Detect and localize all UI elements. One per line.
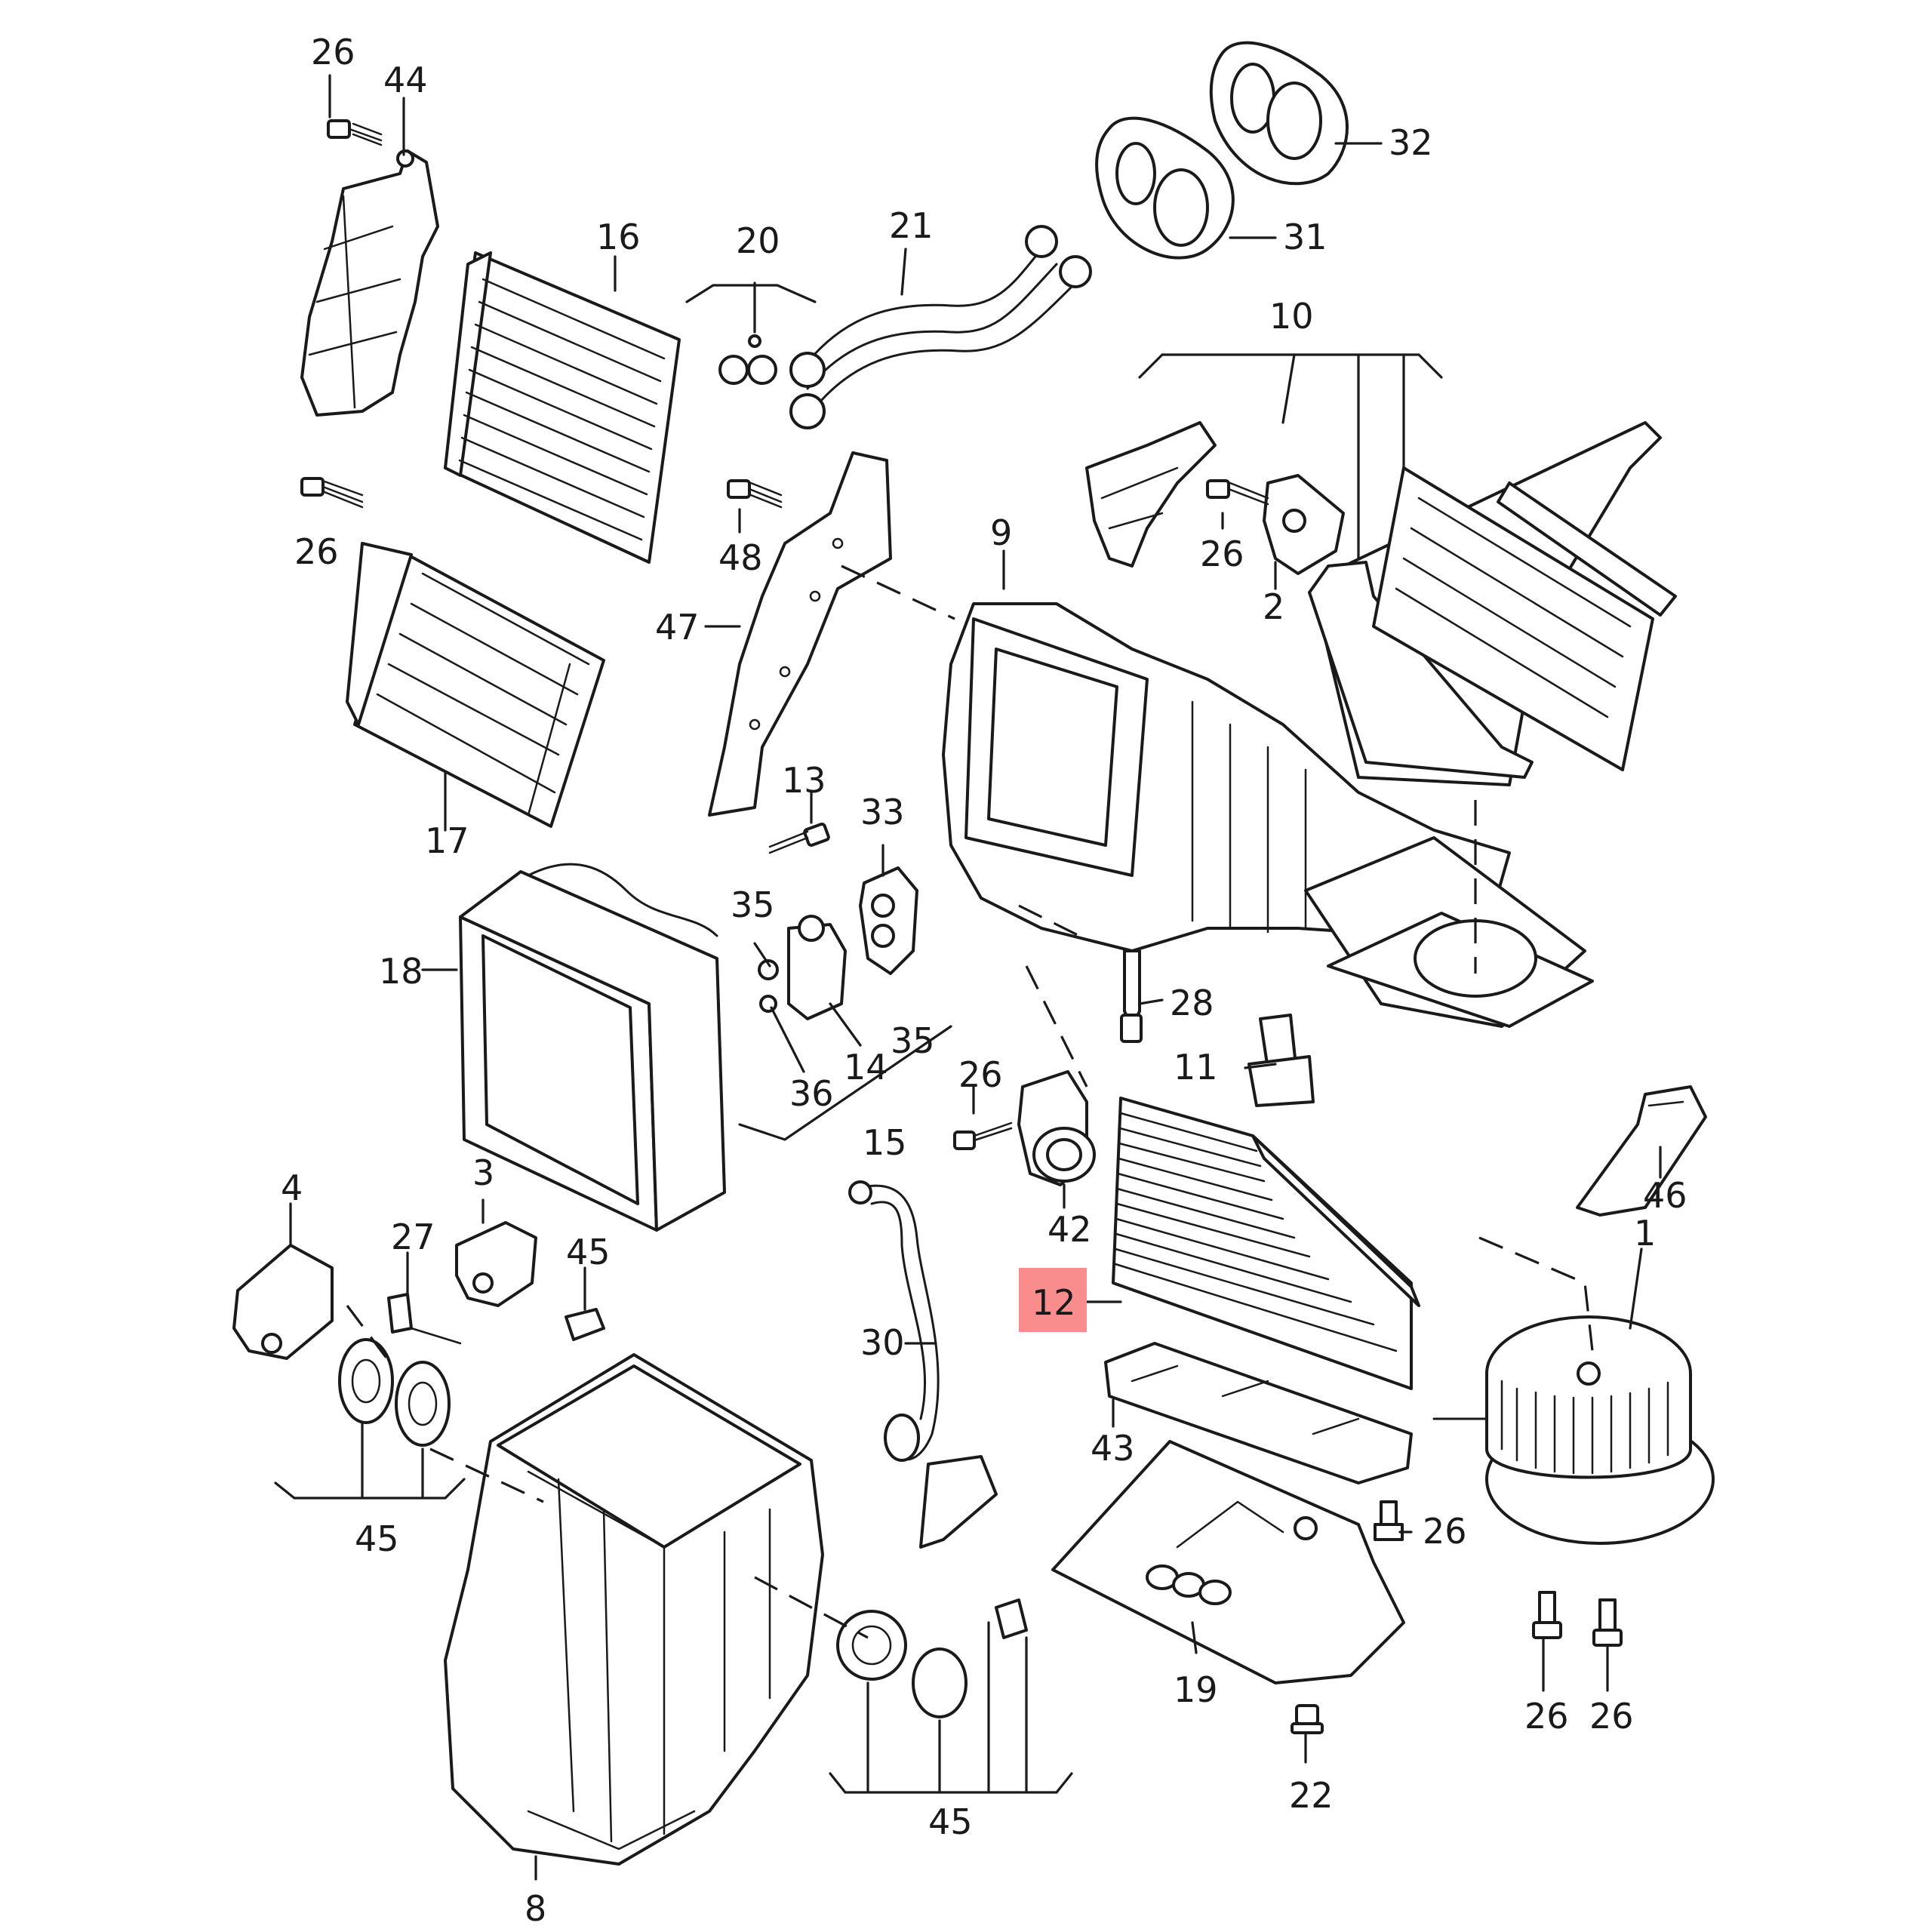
part-10-sub-actuator [1085, 421, 1217, 568]
part-45-clip-a [565, 1308, 605, 1341]
part-10-flap-housing [1308, 421, 1677, 786]
label-43: 43 [1091, 1428, 1135, 1469]
label-26: 26 [1423, 1511, 1467, 1552]
part-12-cabin-filter [1112, 1097, 1420, 1390]
part-33-damper [859, 866, 918, 975]
label-48: 48 [718, 537, 763, 578]
label-47: 47 [655, 607, 700, 648]
label-35: 35 [891, 1020, 935, 1061]
label-21: 21 [889, 205, 934, 246]
part-26-screw-top [327, 119, 383, 146]
part-35-oring [758, 959, 779, 980]
label-11: 11 [1174, 1047, 1218, 1088]
label-15: 15 [863, 1122, 907, 1163]
part-13-screw [768, 823, 830, 854]
label-2: 2 [1263, 586, 1284, 627]
part-36-oring [759, 995, 777, 1013]
part-26-screw-mid [1206, 479, 1269, 506]
label-12: 12 [1032, 1282, 1076, 1323]
highlight-box-12 [1019, 1268, 1087, 1332]
label-26: 26 [1589, 1696, 1634, 1737]
label-18: 18 [379, 951, 423, 992]
part-43-bracket [1104, 1342, 1413, 1484]
part-28-sensor [1120, 949, 1143, 1043]
part-46-bracket [1576, 1085, 1707, 1217]
label-8: 8 [525, 1888, 546, 1929]
label-31: 31 [1283, 217, 1327, 257]
label-14: 14 [844, 1047, 888, 1088]
part-31-gasket [1095, 116, 1235, 260]
part-17-evaporator [346, 542, 605, 828]
label-45: 45 [566, 1232, 611, 1272]
label-13: 13 [782, 760, 826, 801]
part-14-expansion-valve [787, 915, 847, 1020]
label-26: 26 [1524, 1696, 1569, 1737]
callout-labels: 26 44 32 16 20 21 31 10 26 48 9 26 2 47 … [281, 32, 1687, 1929]
label-36: 36 [789, 1073, 834, 1114]
part-2-actuator [1263, 474, 1345, 575]
part-26-screw-left [300, 477, 364, 509]
part-30-hose [848, 1180, 940, 1462]
label-26: 26 [958, 1054, 1003, 1095]
part-22-screw [1291, 1704, 1324, 1734]
part-20-clips [685, 284, 817, 385]
label-42: 42 [1048, 1209, 1092, 1250]
label-9: 9 [990, 512, 1012, 553]
part-21-pipes [789, 225, 1092, 429]
label-28: 28 [1170, 983, 1214, 1023]
label-27: 27 [391, 1217, 435, 1257]
label-30: 30 [860, 1322, 905, 1363]
part-47-bracket [708, 451, 892, 817]
part-48-screw [727, 479, 783, 509]
label-17: 17 [425, 820, 469, 861]
label-33: 33 [860, 792, 905, 832]
label-45: 45 [355, 1518, 399, 1559]
label-10: 10 [1269, 296, 1314, 337]
part-1-blower-motor [1432, 1315, 1715, 1545]
label-3: 3 [472, 1152, 494, 1193]
part-3-actuator [455, 1221, 537, 1307]
part-4-actuator [232, 1244, 334, 1360]
label-26: 26 [294, 531, 339, 572]
label-32: 32 [1389, 122, 1433, 163]
part-45-gears-left [338, 1338, 451, 1447]
part-44-bracket [300, 149, 439, 417]
part-16-heater-core [444, 251, 681, 564]
part-32-gasket [1209, 41, 1349, 186]
label-20: 20 [736, 220, 780, 261]
leader-lines [274, 74, 1662, 1881]
part-8-distribution-housing [444, 1353, 824, 1866]
part-18-frame [459, 863, 726, 1232]
part-26-screw-blower-c [1592, 1598, 1623, 1647]
label-26: 26 [311, 32, 355, 72]
label-4: 4 [281, 1168, 303, 1208]
part-26-screw-blower-a [1374, 1500, 1404, 1541]
part-26-screw-blower-b [1532, 1591, 1562, 1639]
label-35: 35 [731, 884, 775, 925]
part-42-valve [1017, 1070, 1096, 1186]
part-11-resistor [1247, 1014, 1315, 1107]
label-26: 26 [1200, 534, 1244, 574]
label-19: 19 [1174, 1669, 1218, 1710]
label-44: 44 [383, 60, 428, 100]
part-26-screw-42 [953, 1121, 1013, 1150]
label-46: 46 [1643, 1175, 1687, 1216]
part-19-cover [1051, 1440, 1405, 1684]
label-22: 22 [1289, 1775, 1334, 1816]
label-16: 16 [596, 217, 641, 257]
dashed-guide-lines [346, 565, 1594, 1639]
label-45: 45 [928, 1801, 973, 1842]
part-45-gears-bottom [836, 1455, 1028, 1718]
label-1: 1 [1634, 1213, 1656, 1254]
part-9-main-housing [942, 602, 1594, 1028]
part-27-sensor [387, 1293, 462, 1345]
